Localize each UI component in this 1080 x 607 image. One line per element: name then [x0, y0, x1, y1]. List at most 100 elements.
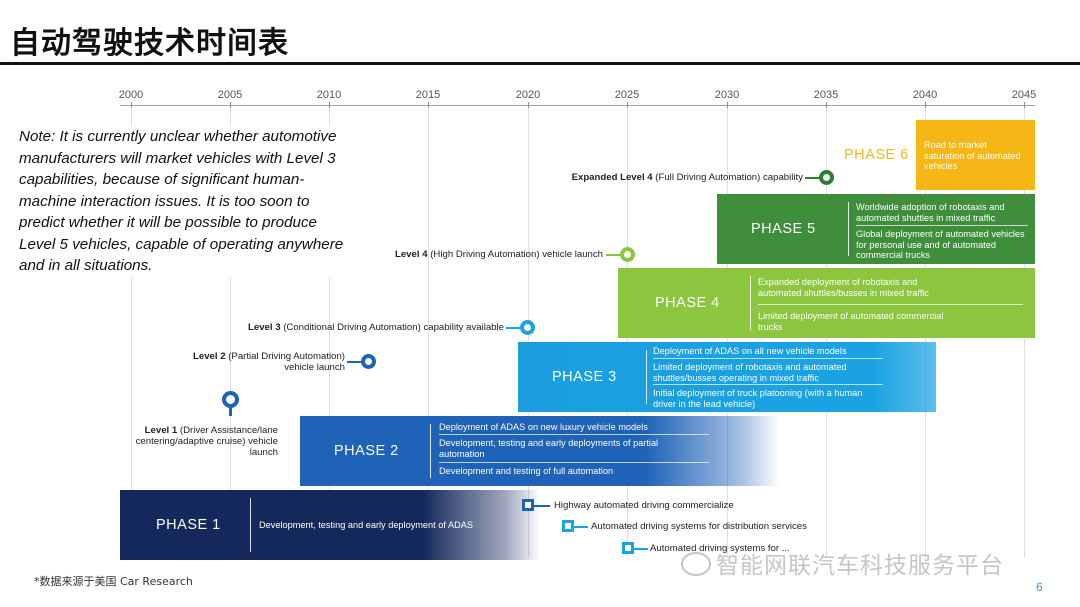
level-connector: [805, 177, 819, 179]
axis-tick: [627, 102, 628, 108]
level-1-label: Level 1 (Driver Assistance/lane centerin…: [120, 425, 278, 458]
phase-3-label: PHASE 3: [552, 369, 617, 385]
grid-line: [131, 106, 132, 558]
phase-3-item: Initial deployment of truck platooning (…: [653, 388, 863, 409]
phase-2-divider: [439, 462, 709, 463]
level-connector: [606, 254, 620, 256]
deployment-marker: [622, 542, 634, 554]
axis-tick: [1024, 102, 1025, 108]
axis-tick: [727, 102, 728, 108]
phase-3-divider: [653, 384, 883, 385]
grid-line: [428, 106, 429, 558]
note-text: Note: It is currently unclear whether au…: [19, 126, 349, 277]
deployment-label: Automated driving systems for ...: [650, 543, 790, 554]
level-name: Expanded Level 4: [571, 172, 653, 183]
phase-2-item: Development and testing of full automati…: [439, 466, 614, 476]
level-desc: (Conditional Driving Automation) capabil…: [280, 322, 504, 333]
phase-2-label: PHASE 2: [334, 443, 399, 459]
deployment-label: Automated driving systems for distributi…: [591, 521, 807, 532]
deployment-marker: [522, 499, 534, 511]
level-desc: (Partial Driving Automation) vehicle lau…: [225, 351, 345, 373]
axis-tick: [329, 102, 330, 108]
level-desc: (Full Driving Automation) capability: [652, 172, 803, 183]
level-name: Level 2: [193, 351, 226, 362]
phase-5-separator: [848, 202, 849, 256]
phase-1-label: PHASE 1: [156, 517, 221, 533]
phase-2-divider: [439, 434, 709, 435]
year-label: 2025: [614, 89, 640, 101]
phase-4-bar: PHASE 4 Expanded deployment of robotaxis…: [618, 268, 1035, 338]
phase-2-bar: PHASE 2 Deployment of ADAS on new luxury…: [300, 416, 780, 486]
watermark: 智能网联汽车科技服务平台: [716, 553, 1004, 579]
phase-3-bar: PHASE 3 Deployment of ADAS on all new ve…: [518, 342, 936, 412]
year-label: 2020: [515, 89, 541, 101]
deployment-marker: [562, 520, 574, 532]
phase-1-separator: [250, 498, 251, 552]
axis-tick: [131, 102, 132, 108]
level-connector: [347, 361, 362, 363]
level-4-label: Level 4 (High Driving Automation) vehicl…: [340, 249, 603, 260]
year-label: 2010: [316, 89, 342, 101]
grid-line: [329, 106, 330, 558]
deployment-connector: [574, 526, 588, 528]
level-desc: (Driver Assistance/lane centering/adapti…: [135, 425, 278, 458]
phase-4-divider: [758, 304, 1023, 305]
level-3-label: Level 3 (Conditional Driving Automation)…: [200, 322, 504, 333]
year-label: 2040: [912, 89, 938, 101]
level-4-expanded-label: Expanded Level 4 (Full Driving Automatio…: [540, 172, 803, 183]
axis-tick: [826, 102, 827, 108]
phase-5-item: Worldwide adoption of robotaxis and auto…: [856, 202, 1005, 223]
year-label: 2030: [714, 89, 740, 101]
phase-4-label: PHASE 4: [655, 295, 720, 311]
level-2-marker: [361, 354, 376, 369]
deployment-connector: [534, 505, 550, 507]
axis-tick: [230, 102, 231, 108]
phase-3-separator: [646, 350, 647, 404]
phase-4-separator: [750, 276, 751, 330]
deployment-connector: [634, 548, 648, 550]
phase-5-bar: PHASE 5 Worldwide adoption of robotaxis …: [717, 194, 1035, 264]
phase-2-separator: [430, 424, 431, 478]
page-number: 6: [1036, 580, 1043, 594]
grid-line: [230, 106, 231, 558]
phase-2-item: Deployment of ADAS on new luxury vehicle…: [439, 422, 648, 432]
level-name: Level 1: [144, 425, 178, 436]
phase-1-item: Development, testing and early deploymen…: [259, 520, 473, 530]
source-note: *数据来源于美国 Car Research: [34, 575, 193, 588]
level-3-marker: [520, 320, 535, 335]
level-connector: [506, 327, 520, 329]
phase-5-divider: [856, 225, 1028, 226]
axis-tick: [925, 102, 926, 108]
phase-4-item: Expanded deployment of robotaxis and aut…: [758, 277, 929, 298]
level-2-label: Level 2 (Partial Driving Automation) veh…: [180, 351, 345, 373]
axis-tick: [528, 102, 529, 108]
year-label: 2000: [118, 89, 144, 101]
year-label: 2005: [217, 89, 243, 101]
level-1-pin-stem: [229, 406, 232, 416]
level-4-marker: [620, 247, 635, 262]
page-title: 自动驾驶技术时间表: [10, 26, 289, 61]
phase-4-item: Limited deployment of automated commerci…: [758, 311, 944, 332]
level-name: Level 4: [395, 249, 428, 260]
level-desc: (High Driving Automation) vehicle launch: [427, 249, 603, 260]
phase-1-bar: PHASE 1 Development, testing and early d…: [120, 490, 540, 560]
wechat-icon: [681, 552, 711, 576]
level-4-expanded-marker: [819, 170, 834, 185]
phase-2-item: Development, testing and early deploymen…: [439, 438, 659, 459]
title-divider: [0, 62, 1080, 65]
phase-5-item: Global deployment of automated vehicles …: [856, 229, 1025, 260]
level-name: Level 3: [248, 322, 281, 333]
axis-line: [120, 105, 1035, 106]
phase-6-bar: Road to market saturation of automated v…: [916, 120, 1035, 190]
deployment-label: Highway automated driving commercialize: [554, 500, 734, 511]
axis-tick: [428, 102, 429, 108]
phase-3-item: Deployment of ADAS on all new vehicle mo…: [653, 346, 847, 356]
year-label: 2045: [1011, 89, 1037, 101]
phase-6-label: PHASE 6: [844, 147, 909, 163]
phase-6-item: Road to market saturation of automated v…: [924, 140, 1021, 171]
phase-5-label: PHASE 5: [751, 221, 816, 237]
phase-3-divider: [653, 358, 883, 359]
year-label: 2035: [813, 89, 839, 101]
year-label: 2015: [415, 89, 441, 101]
phase-3-item: Limited deployment of robotaxis and auto…: [653, 362, 847, 383]
